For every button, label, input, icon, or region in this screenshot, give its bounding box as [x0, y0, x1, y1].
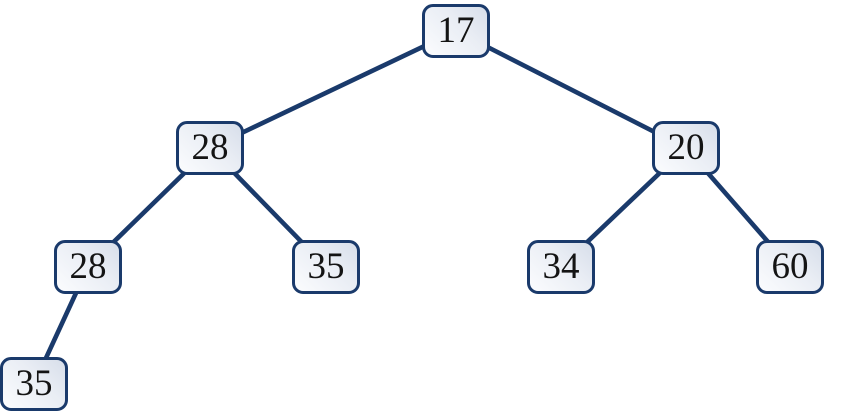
tree-node-l: 28 [176, 121, 244, 175]
tree-node-rr: 60 [756, 240, 824, 294]
tree-edge-root-right [453, 28, 689, 151]
tree-edge-root-left [207, 28, 459, 151]
tree-node-ll: 28 [54, 240, 122, 294]
tree-node-lll: 35 [0, 357, 68, 411]
tree-node-root: 17 [422, 4, 490, 58]
tree-node-lr: 35 [292, 240, 360, 294]
tree-node-rl: 34 [527, 240, 595, 294]
tree-node-r: 20 [652, 121, 720, 175]
